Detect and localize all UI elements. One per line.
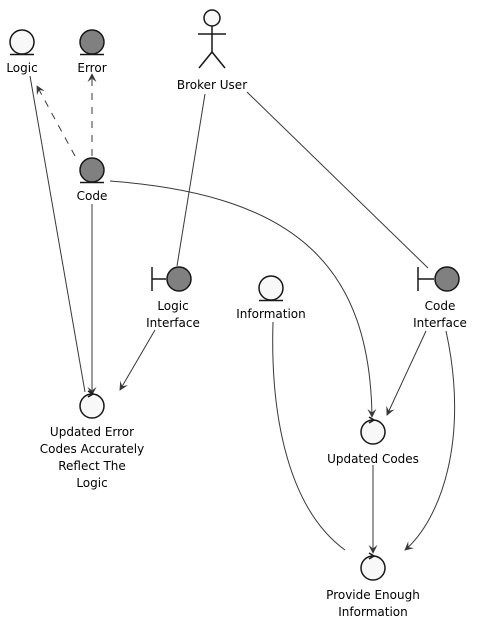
updated-codes-control: Updated Codes [327,416,419,466]
logic-label: Logic [6,61,37,75]
logic-interface-label-line-2: Interface [146,316,200,330]
updated-error-codes-label-line-1: Updated Error [50,425,134,439]
updated-error-codes-label-line-2: Codes Accurately [40,442,144,456]
code-label: Code [77,189,108,203]
provide-enough-information-label-line-1: Provide Enough [326,588,420,602]
control-icon [360,552,386,581]
updated-error-codes-label-line-3: Reflect The [58,459,126,473]
boundary-icon [417,266,460,292]
code-entity: Code [77,157,108,203]
edge-code-to-logic [36,85,76,157]
edge-broker-user-to-logic-interface [176,93,206,267]
entity-icon [79,29,105,56]
control-icon [360,416,386,445]
logic-interface-boundary: Logic Interface [146,266,200,330]
code-interface-boundary: Code Interface [413,266,467,330]
code-interface-label-line-2: Interface [413,316,467,330]
information-entity: Information [236,275,306,321]
logic-interface-label-line-1: Logic [157,299,188,313]
edge-broker-user-to-code-interface [246,91,429,269]
updated-error-codes-label-line-4: Logic [76,476,107,490]
broker-user-label: Broker User [177,78,247,92]
provide-enough-information-control: Provide Enough Information [326,552,420,619]
edge-code-interface-to-provide-enough-information [404,330,456,551]
control-icon [79,390,105,419]
information-label: Information [236,307,305,321]
entity-icon [258,275,284,302]
updated-codes-label: Updated Codes [327,452,419,466]
logic-entity: Logic [6,29,38,75]
error-entity: Error [77,29,107,75]
boundary-icon [151,266,192,292]
edge-code-to-updated-codes [109,180,377,418]
updated-error-codes-control: Updated Error Codes Accurately Reflect T… [40,390,144,490]
entity-icon [79,157,105,184]
entity-icon [9,29,35,56]
edges [29,73,456,554]
edge-logic-to-updated-error-codes [29,75,86,393]
code-interface-label-line-1: Code [425,299,456,313]
actor-icon [198,9,226,69]
edge-logic-interface-to-updated-error-codes [119,329,156,391]
edge-information-to-provide-enough-information [272,321,346,551]
broker-user-actor: Broker User [177,9,247,92]
edge-code-interface-to-updated-codes [386,330,427,416]
provide-enough-information-label-line-2: Information [338,605,407,619]
error-label: Error [77,61,106,75]
